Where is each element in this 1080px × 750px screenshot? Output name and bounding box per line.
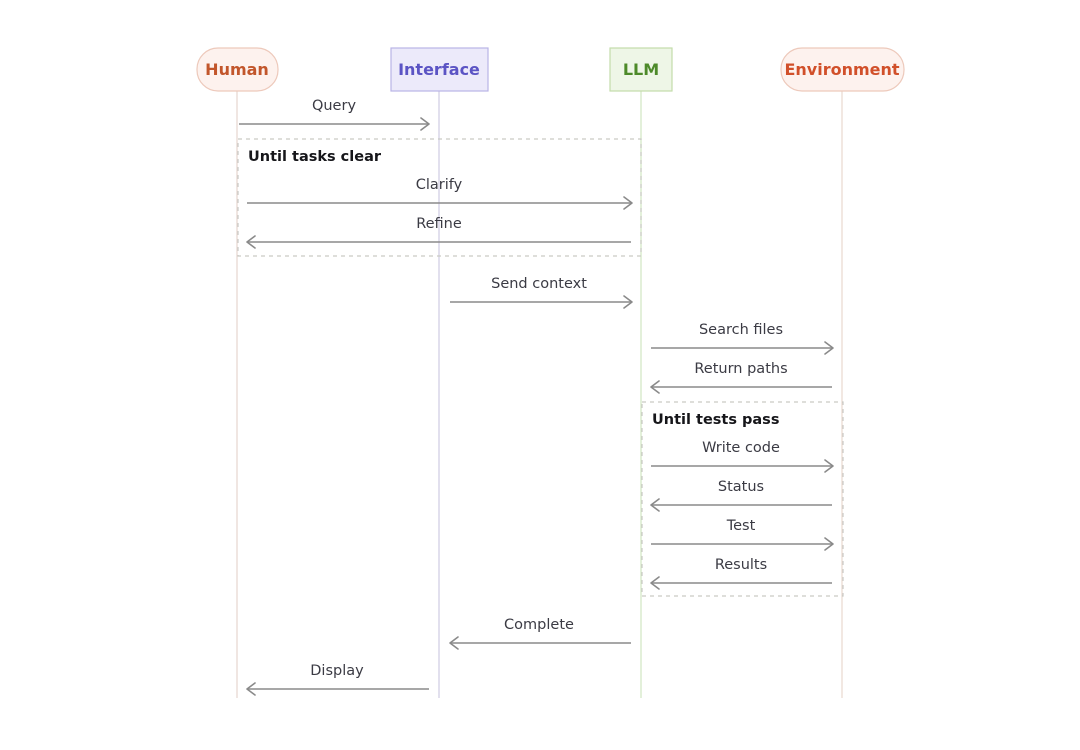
- message-m6: Return paths: [650, 361, 832, 394]
- participant-box[interactable]: [780, 47, 905, 92]
- loop-box: [237, 138, 642, 257]
- arrow-head-right: [623, 295, 633, 309]
- participant-box[interactable]: [196, 47, 279, 92]
- message-m10: Results: [650, 557, 832, 590]
- arrow-head-left: [246, 235, 256, 249]
- message-label: Query: [312, 98, 356, 114]
- arrow-head-right: [824, 341, 834, 355]
- loop-label: Until tests pass: [652, 412, 779, 428]
- arrow-head-right: [824, 459, 834, 473]
- message-label: Display: [310, 663, 364, 679]
- arrow-head-right: [824, 537, 834, 551]
- message-m8: Status: [650, 479, 832, 512]
- participants-layer: Human Interface LLM Environment: [196, 47, 905, 92]
- message-label: Status: [718, 479, 764, 495]
- message-m7: Write code: [651, 440, 834, 473]
- loop-box: [641, 401, 844, 597]
- participant-box[interactable]: [390, 47, 489, 92]
- message-label: Send context: [491, 276, 587, 292]
- arrow-head-left: [246, 682, 256, 696]
- message-m2: Clarify: [247, 177, 633, 210]
- message-label: Refine: [416, 216, 462, 232]
- message-m3: Refine: [246, 216, 631, 249]
- arrow-head-right: [420, 117, 430, 131]
- message-m1: Query: [239, 98, 430, 131]
- message-label: Clarify: [416, 177, 463, 193]
- participant-environment[interactable]: Environment: [780, 47, 905, 92]
- loop-fragment-loop-tasks: Until tasks clear: [237, 138, 642, 257]
- arrow-head-right: [623, 196, 633, 210]
- message-label: Return paths: [694, 361, 787, 377]
- message-label: Write code: [702, 440, 780, 456]
- message-label: Results: [715, 557, 767, 573]
- message-label: Search files: [699, 322, 783, 338]
- arrow-head-left: [449, 636, 459, 650]
- message-m4: Send context: [450, 276, 633, 309]
- loop-fragment-loop-tests: Until tests pass: [641, 401, 844, 597]
- participant-label: Environment: [784, 60, 899, 79]
- participant-human[interactable]: Human: [196, 47, 279, 92]
- message-m5: Search files: [651, 322, 834, 355]
- participant-interface[interactable]: Interface: [390, 47, 489, 92]
- arrow-head-left: [650, 380, 660, 394]
- participant-box[interactable]: [609, 47, 673, 92]
- participant-label: Interface: [398, 60, 480, 79]
- message-label: Test: [726, 518, 756, 534]
- participant-label: Human: [205, 60, 269, 79]
- lifelines-layer: [236, 91, 843, 698]
- message-m11: Complete: [449, 617, 631, 650]
- loop-label: Until tasks clear: [248, 149, 382, 165]
- participant-llm[interactable]: LLM: [609, 47, 673, 92]
- arrow-head-left: [650, 498, 660, 512]
- message-m9: Test: [651, 518, 834, 551]
- arrow-head-left: [650, 576, 660, 590]
- participant-label: LLM: [623, 60, 659, 79]
- message-m12: Display: [246, 663, 429, 696]
- message-label: Complete: [504, 617, 574, 633]
